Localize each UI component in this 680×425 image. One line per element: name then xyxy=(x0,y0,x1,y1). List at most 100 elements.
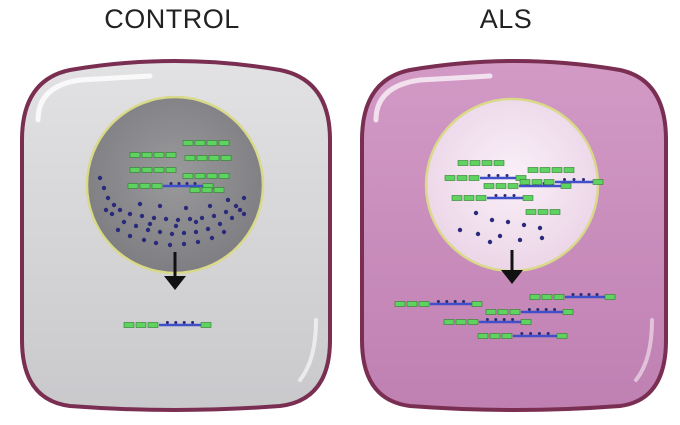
rna-segment xyxy=(182,173,194,179)
rna-segment xyxy=(451,195,463,201)
arrowhead-icon xyxy=(501,270,523,284)
rna-transcript xyxy=(451,194,534,201)
nuclear-particle xyxy=(115,227,121,233)
bound-protein xyxy=(546,332,550,335)
nuclear-particle xyxy=(241,195,247,201)
nuclear-particle xyxy=(497,233,503,239)
nuclear-particle xyxy=(209,235,215,241)
control-nuclear-contents xyxy=(97,140,247,248)
rna-segment xyxy=(467,319,479,325)
rna-segment xyxy=(184,155,196,161)
rna-transcript xyxy=(527,167,575,173)
als-cell xyxy=(360,59,668,412)
rna-segment xyxy=(406,301,418,307)
nuclear-particle xyxy=(517,237,523,243)
control-export-arrow xyxy=(164,252,186,290)
rna-segment xyxy=(483,183,495,189)
rna-transcript xyxy=(394,300,483,307)
rna-segment xyxy=(519,179,531,185)
rna-segment xyxy=(196,155,208,161)
bound-protein xyxy=(553,308,557,311)
rna-transcript xyxy=(485,308,574,315)
rna-segment xyxy=(444,175,456,181)
rna-segment xyxy=(127,183,139,189)
bound-protein xyxy=(529,332,533,335)
control-cell-highlight-lower xyxy=(298,318,318,382)
nuclear-particle xyxy=(489,217,495,223)
rna-segment xyxy=(206,173,218,179)
rna-segment xyxy=(509,309,521,315)
rna-segment xyxy=(529,294,541,300)
bound-protein xyxy=(494,318,498,321)
nuclear-particle xyxy=(237,207,243,213)
rna-transcript xyxy=(457,160,505,166)
bound-protein xyxy=(512,194,516,197)
rna-segment xyxy=(455,319,467,325)
nuclear-particle xyxy=(521,222,527,228)
bound-protein xyxy=(571,293,575,296)
bound-protein xyxy=(572,178,576,181)
nuclear-particle xyxy=(137,201,143,207)
rna-segment xyxy=(463,195,475,201)
control-cytoplasmic-contents xyxy=(123,321,212,328)
bound-protein xyxy=(193,182,197,185)
nuclear-particle xyxy=(153,240,159,246)
als-nuclear-contents xyxy=(444,160,604,245)
rna-segment xyxy=(539,167,551,173)
rna-segment xyxy=(218,140,230,146)
nuclear-particle xyxy=(157,229,163,235)
rna-segment xyxy=(147,322,159,328)
nuclear-particle xyxy=(537,225,543,231)
rna-transcript xyxy=(184,155,232,161)
rna-segment xyxy=(475,195,487,201)
rna-transcript xyxy=(525,209,561,215)
bound-protein xyxy=(462,300,466,303)
rna-segment xyxy=(182,140,194,146)
bound-protein xyxy=(174,321,178,324)
bound-protein xyxy=(191,321,195,324)
nuclear-particle xyxy=(193,219,199,225)
rna-segment xyxy=(218,173,230,179)
rna-segment xyxy=(418,301,430,307)
rna-segment xyxy=(194,140,206,146)
nuclear-particle xyxy=(487,239,493,245)
nuclear-particle xyxy=(127,211,133,217)
bound-protein xyxy=(505,174,509,177)
rna-segment xyxy=(151,183,163,189)
rna-segment xyxy=(443,319,455,325)
rna-transcript xyxy=(444,174,527,181)
rna-segment xyxy=(531,179,543,185)
rna-segment xyxy=(537,209,549,215)
bound-protein xyxy=(587,293,591,296)
rna-segment xyxy=(471,301,483,307)
rna-segment xyxy=(495,183,507,189)
nuclear-particle xyxy=(475,231,481,237)
nuclear-particle xyxy=(233,203,239,209)
rna-segment xyxy=(485,309,497,315)
nuclear-particle xyxy=(205,226,211,232)
nuclear-particle xyxy=(187,216,193,222)
nuclear-particle xyxy=(505,219,511,225)
bound-protein xyxy=(537,332,541,335)
rna-segment xyxy=(469,160,481,166)
rna-segment xyxy=(560,183,572,189)
als-cytoplasmic-contents xyxy=(394,293,616,339)
nuclear-particle xyxy=(133,223,139,229)
rna-segment xyxy=(604,294,616,300)
nuclear-particle xyxy=(193,229,199,235)
rna-segment xyxy=(200,322,212,328)
rna-transcript xyxy=(182,140,230,146)
rna-transcript xyxy=(189,187,225,193)
bound-protein xyxy=(177,182,181,185)
nuclear-particle xyxy=(145,227,151,233)
bound-protein xyxy=(579,293,583,296)
bound-protein xyxy=(544,308,548,311)
nuclear-particle xyxy=(181,241,187,247)
rna-segment xyxy=(208,155,220,161)
rna-segment xyxy=(153,167,165,173)
nuclear-particle xyxy=(111,202,117,208)
rna-segment xyxy=(553,294,565,300)
rna-transcript xyxy=(129,152,177,158)
rna-segment xyxy=(489,333,501,339)
